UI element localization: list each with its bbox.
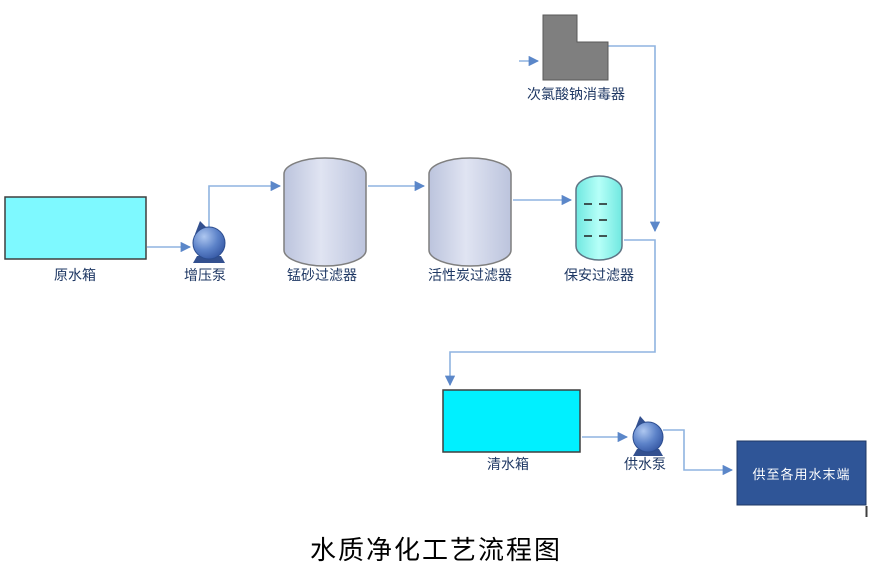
booster-pump-body xyxy=(192,226,226,260)
booster-pump-label: 增压泵 xyxy=(184,268,226,284)
security-filter-body xyxy=(575,175,623,261)
clean-water-tank-shape xyxy=(442,389,581,453)
security-filter-label: 保安过滤器 xyxy=(564,268,634,284)
raw-water-tank-shape xyxy=(4,196,147,260)
diagram-title: 水质净化工艺流程图 xyxy=(309,536,563,566)
connector-supplypump-to-endpoint xyxy=(663,429,734,476)
connector-boosterpump-to-manganese-filter xyxy=(208,180,282,227)
clean-water-tank-label: 清水箱 xyxy=(487,457,529,473)
manganese-sand-filter-label: 锰砂过滤器 xyxy=(287,268,357,284)
disinfector-label: 次氯酸钠消毒器 xyxy=(527,87,625,103)
manganese-sand-filter-shape xyxy=(283,157,367,267)
supply-pump-shape xyxy=(632,416,664,456)
supply-pump-body xyxy=(632,421,664,453)
raw-water-tank-label: 原水箱 xyxy=(54,268,96,284)
connector-security-filter-to-cleantank xyxy=(444,239,656,387)
security-filter-shape xyxy=(575,175,623,261)
disinfector-shape xyxy=(542,14,609,81)
supply-pump-label: 供水泵 xyxy=(624,457,666,473)
endpoint-label: 供至各用水末端 xyxy=(752,467,851,483)
connector-disinfector-to-mainline xyxy=(608,45,661,233)
booster-pump-shape xyxy=(192,221,226,263)
activated-carbon-filter-label: 活性炭过滤器 xyxy=(428,268,512,284)
endpoint-box-shape xyxy=(736,440,867,506)
activated-carbon-filter-shape xyxy=(428,157,512,267)
